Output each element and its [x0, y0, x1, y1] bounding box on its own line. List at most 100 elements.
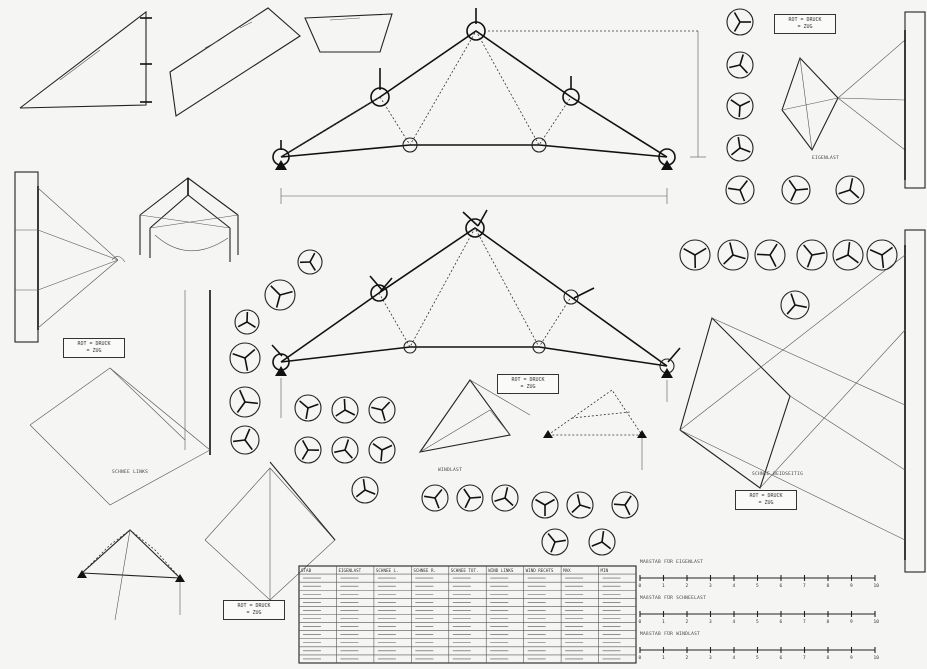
legend-box-eigenlast: ROT = DRUCK = ZUG — [774, 14, 836, 34]
node-circle — [531, 491, 559, 519]
scale-tick-label: 5 — [756, 619, 759, 625]
force-plan-schnee-beidseitig — [679, 229, 926, 573]
table-header-cell: SCHNEE R. — [413, 568, 436, 573]
truss-bottom-left — [77, 529, 185, 621]
force-polygon-top-left-2 — [169, 7, 301, 117]
force-plan-bottom-left — [204, 461, 336, 601]
node-circle — [725, 175, 755, 205]
legend-line2: = ZUG — [797, 24, 813, 30]
caption-schnee-beidseitig: SCHNEE BEIDSEITIG — [752, 472, 804, 477]
node-circle — [368, 396, 396, 424]
scale-tick-label: 0 — [639, 619, 642, 625]
force-polygon-trapezoid — [304, 13, 393, 53]
node-circle — [726, 134, 754, 162]
node-circle — [351, 476, 379, 504]
force-plan-schnee-links — [29, 290, 211, 506]
scale-tick-label: 4 — [733, 619, 736, 625]
scale-tick-label: 8 — [827, 583, 830, 589]
scale-tick-label: 10 — [874, 655, 880, 661]
node-circle — [726, 51, 754, 79]
scale-tick-label: 7 — [803, 619, 806, 625]
table-header-cell: MIN — [601, 568, 609, 573]
scale-tick-label: 2 — [686, 655, 689, 661]
scale-tick-label: 8 — [827, 655, 830, 661]
scale-title-windlast: MAßSTAB FÜR WINDLAST — [640, 632, 701, 637]
node-circle — [264, 279, 296, 311]
node-circle — [421, 484, 449, 512]
scale-tick-label: 7 — [803, 655, 806, 661]
node-circle — [781, 175, 811, 205]
node-circle — [491, 484, 519, 512]
node-circle — [796, 239, 828, 271]
node-circle — [754, 239, 786, 271]
truss-3d-sketch — [111, 177, 239, 263]
scale-tick-label: 3 — [709, 619, 712, 625]
scale-tick-label: 6 — [780, 655, 783, 661]
scale-tick-label: 1 — [662, 619, 665, 625]
scale-tick-label: 9 — [850, 583, 853, 589]
scale-tick-label: 0 — [639, 655, 642, 661]
node-equilibrium-circles — [229, 8, 898, 556]
node-circle — [726, 92, 754, 120]
truss-middle — [271, 209, 681, 418]
scale-tick-label: 10 — [874, 619, 880, 625]
table-header-cell: STAB — [301, 568, 312, 573]
node-circle — [456, 484, 484, 512]
node-circle — [229, 342, 261, 374]
scale-title-eigenlast: MAßSTAB FÜR EIGENLAST — [640, 560, 704, 565]
force-polygon-top-left — [19, 10, 152, 109]
table-header-cell: EIGENLAST — [338, 568, 361, 573]
force-plan-eigenlast — [781, 11, 926, 189]
legend-line2: = ZUG — [758, 500, 774, 506]
scale-tick-label: 10 — [874, 583, 880, 589]
scale-tick-label: 5 — [756, 583, 759, 589]
scale-tick-label: 1 — [662, 655, 665, 661]
scale-tick-label: 4 — [733, 583, 736, 589]
table-header-cell: SCHNEE L. — [376, 568, 399, 573]
node-circle — [234, 309, 260, 335]
legend-line2: = ZUG — [520, 384, 536, 390]
node-circle — [331, 436, 359, 464]
scale-tick-label: 8 — [827, 619, 830, 625]
node-circle — [294, 436, 322, 464]
node-circle — [230, 425, 260, 455]
node-circle — [331, 396, 359, 424]
truss-top — [272, 8, 706, 204]
node-circle — [726, 8, 754, 36]
node-circle — [294, 394, 322, 422]
force-plan-windlast — [418, 379, 647, 470]
caption-schnee-links: SCHNEE LINKS — [112, 470, 149, 475]
scale-tick-label: 9 — [850, 619, 853, 625]
scale-tick-label: 9 — [850, 655, 853, 661]
legend-line1: ROT = DRUCK — [511, 377, 545, 383]
node-circle — [717, 239, 749, 271]
caption-windlast: WINDLAST — [438, 468, 463, 473]
scale-tick-label: 3 — [709, 583, 712, 589]
node-circle — [368, 436, 396, 464]
legend-box-windlast: ROT = DRUCK = ZUG — [497, 374, 559, 394]
scale-tick-label: 2 — [686, 583, 689, 589]
scale-tick-label: 4 — [733, 655, 736, 661]
legend-box-bottom: ROT = DRUCK = ZUG — [223, 600, 285, 620]
legend-line1: ROT = DRUCK — [788, 17, 822, 23]
scale-tick-label: 6 — [780, 583, 783, 589]
table-header-cell: WIND RECHTS — [526, 568, 554, 573]
node-circle — [588, 528, 616, 556]
scale-tick-label: 1 — [662, 583, 665, 589]
scale-title-schneelast: MAßSTAB FÜR SCHNEELAST — [640, 596, 707, 601]
node-circle — [835, 175, 865, 205]
scale-tick-label: 5 — [756, 655, 759, 661]
node-circle — [832, 239, 864, 271]
scale-tick-label: 2 — [686, 619, 689, 625]
legend-box-schnee-links: ROT = DRUCK = ZUG — [63, 338, 125, 358]
node-circle — [780, 290, 810, 320]
legend-line2: = ZUG — [246, 610, 262, 616]
node-circle — [566, 491, 594, 519]
node-circle — [229, 386, 261, 418]
table-header-cell: WIND LINKS — [488, 568, 514, 573]
